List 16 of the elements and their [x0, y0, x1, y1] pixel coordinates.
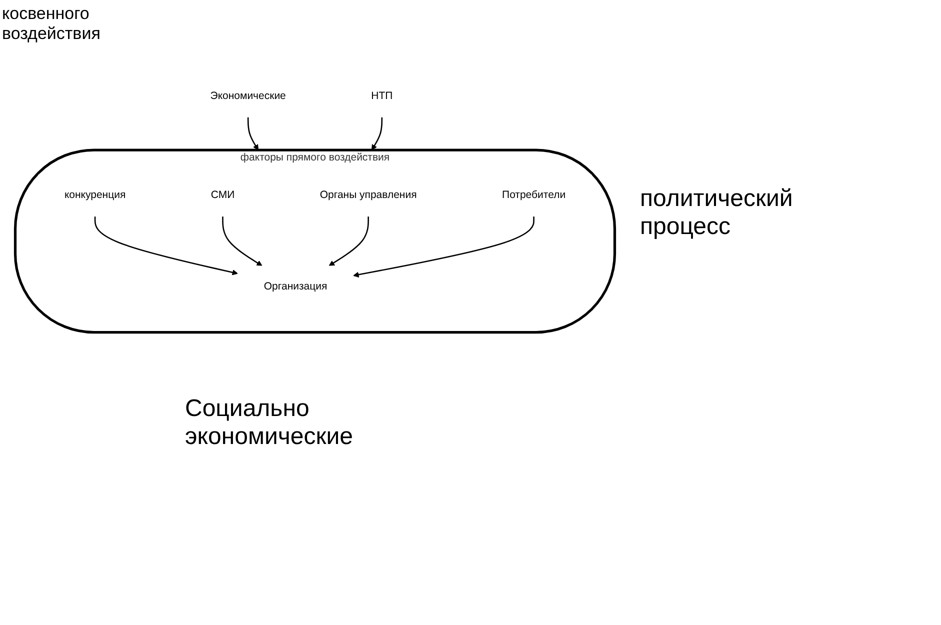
node-text: НТП [371, 90, 393, 102]
node-text: СМИ [210, 190, 235, 201]
node-text: Экономические [210, 90, 286, 102]
text-label: косвенного воздействия [2, 4, 102, 44]
arrow [328, 216, 369, 266]
text-label: политический процесс [640, 185, 794, 241]
arrow [353, 216, 534, 278]
arrow [371, 117, 383, 150]
arrow [247, 117, 259, 150]
arrow [222, 216, 262, 266]
node-text: Потребители [502, 190, 566, 201]
node-text: конкуренция [64, 190, 126, 201]
node-text: Организация [264, 280, 328, 292]
arrow [94, 216, 238, 276]
node-text: Органы управления [320, 190, 417, 201]
text-label: Социально экономические [185, 395, 354, 451]
